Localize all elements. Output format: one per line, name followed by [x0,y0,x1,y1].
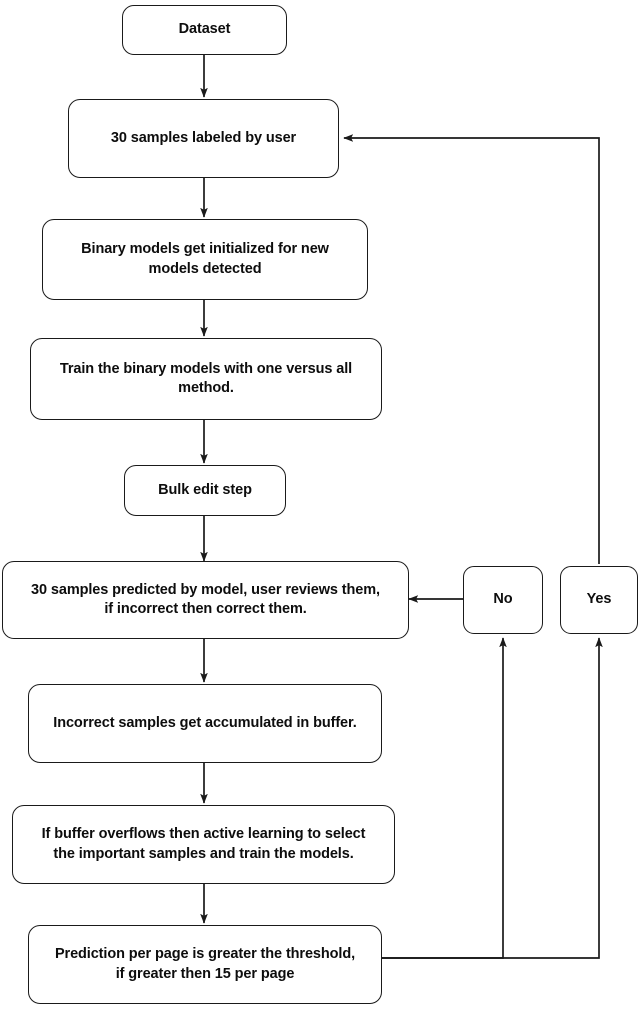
edge-yes-to-labeled [343,134,600,564]
node-decision-no[interactable]: No [463,566,543,634]
node-samples-predicted[interactable]: 30 samples predicted by model, user revi… [2,561,409,639]
node-decision-yes[interactable]: Yes [560,566,638,634]
node-prediction-threshold-label: Prediction per page is greater the thres… [54,946,356,982]
node-binary-models-init-label: Binary models get initialized for new mo… [81,241,329,277]
edge-threshold-to-yes [382,637,603,959]
node-train-binary-models-label: Train the binary models with one versus … [59,360,353,396]
edge-threshold-to-no [382,637,507,959]
node-decision-no-label: No [493,591,513,608]
node-train-binary-models[interactable]: Train the binary models with one versus … [30,338,382,420]
node-labeled-samples-label: 30 samples labeled by user [110,129,297,146]
node-bulk-edit-step-label: Bulk edit step [158,481,252,498]
node-bulk-edit-step[interactable]: Bulk edit step [124,465,286,516]
node-active-learning[interactable]: If buffer overflows then active learning… [12,805,395,884]
node-dataset[interactable]: Dataset [122,5,287,55]
node-active-learning-label: If buffer overflows then active learning… [41,826,366,862]
node-incorrect-buffer-label: Incorrect samples get accumulated in buf… [53,714,357,731]
node-dataset-label: Dataset [178,21,231,38]
node-incorrect-buffer[interactable]: Incorrect samples get accumulated in buf… [28,684,382,763]
node-samples-predicted-label: 30 samples predicted by model, user revi… [31,581,380,617]
node-labeled-samples[interactable]: 30 samples labeled by user [68,99,339,178]
node-prediction-threshold[interactable]: Prediction per page is greater the thres… [28,925,382,1004]
node-binary-models-init[interactable]: Binary models get initialized for new mo… [42,219,368,300]
node-decision-yes-label: Yes [586,591,612,608]
